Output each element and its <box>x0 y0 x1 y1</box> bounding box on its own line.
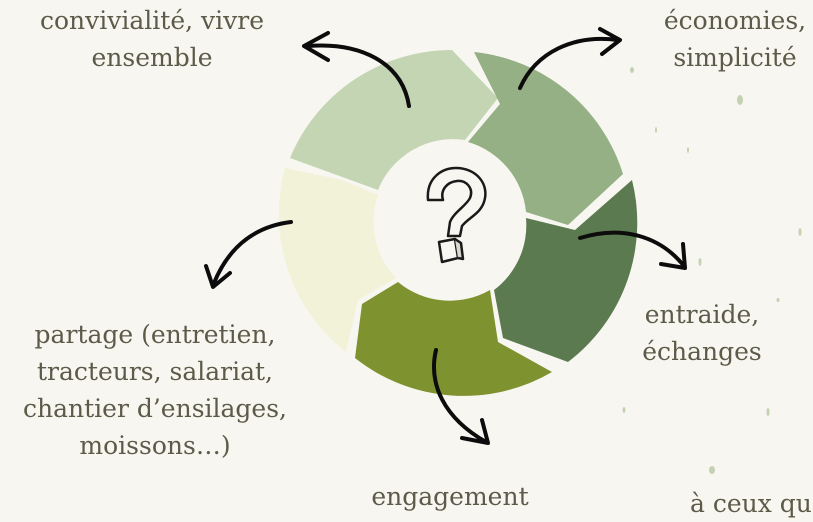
question-mark-icon <box>426 166 487 264</box>
arrow-top-right <box>518 36 620 90</box>
label-line: chantier d’ensilages, <box>23 394 287 423</box>
label-cut-off: à ceux qu <box>690 485 813 522</box>
label-line: tracteurs, salariat, <box>37 357 273 386</box>
label-line: simplicité <box>673 43 797 72</box>
segment-partage <box>278 168 396 352</box>
segment-economies <box>468 52 623 225</box>
label-line: entraide, <box>644 300 760 329</box>
label-convivialite: convivialité, vivre ensemble <box>22 2 282 76</box>
label-entraide: entraide, échanges <box>632 296 772 370</box>
segment-engagement <box>355 282 552 396</box>
label-line: à ceux qu <box>690 489 812 518</box>
label-economies: économies, simplicité <box>640 2 813 76</box>
label-line: échanges <box>642 337 762 366</box>
label-line: partage (entretien, <box>34 320 276 349</box>
segment-entraide <box>494 180 638 362</box>
background-speckles <box>622 67 802 474</box>
arrow-left <box>212 220 293 285</box>
label-line: convivialité, vivre <box>39 6 264 35</box>
arrow-top-left <box>306 43 411 108</box>
label-line: engagement <box>371 482 529 511</box>
segment-convivialite <box>290 49 498 191</box>
label-line: économies, <box>663 6 807 35</box>
label-partage: partage (entretien, tracteurs, salariat,… <box>0 316 310 464</box>
label-engagement: engagement <box>355 478 545 515</box>
label-line: moissons…) <box>79 431 231 460</box>
arrow-bottom <box>432 348 488 444</box>
arrows <box>204 27 687 445</box>
label-line: ensemble <box>91 43 213 72</box>
arrow-right <box>578 230 686 268</box>
